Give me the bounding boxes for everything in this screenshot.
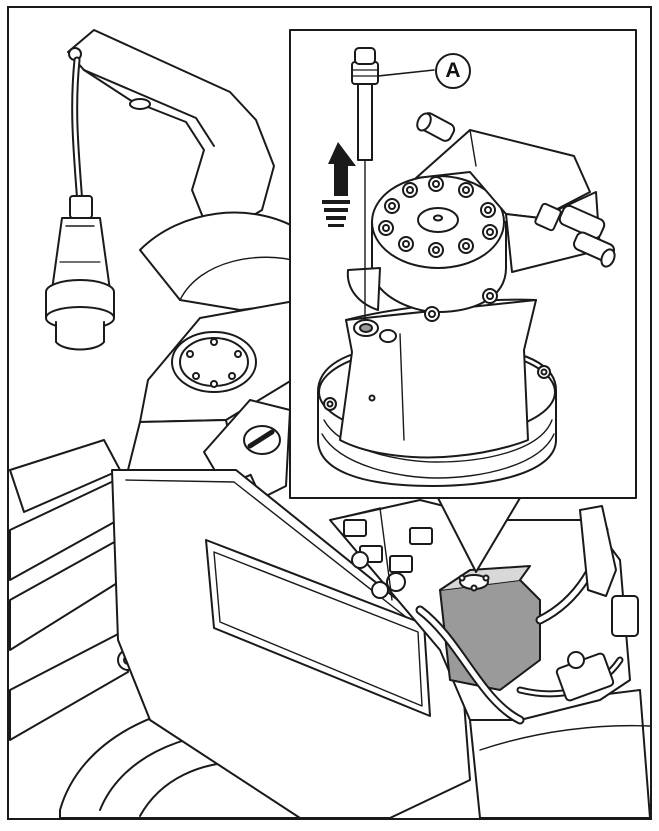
hanging-connector: [45, 56, 115, 351]
detail-inset: [289, 29, 637, 499]
callout-pointer: [437, 497, 521, 573]
upward-arrow-icon: [322, 142, 356, 227]
machine-body: [111, 211, 650, 818]
pump-compartment: [329, 499, 639, 725]
manifold-fittings: [416, 112, 616, 268]
head-bolts: [378, 176, 519, 322]
callout-circle: [435, 53, 471, 89]
dipstick-plug: [351, 47, 435, 321]
